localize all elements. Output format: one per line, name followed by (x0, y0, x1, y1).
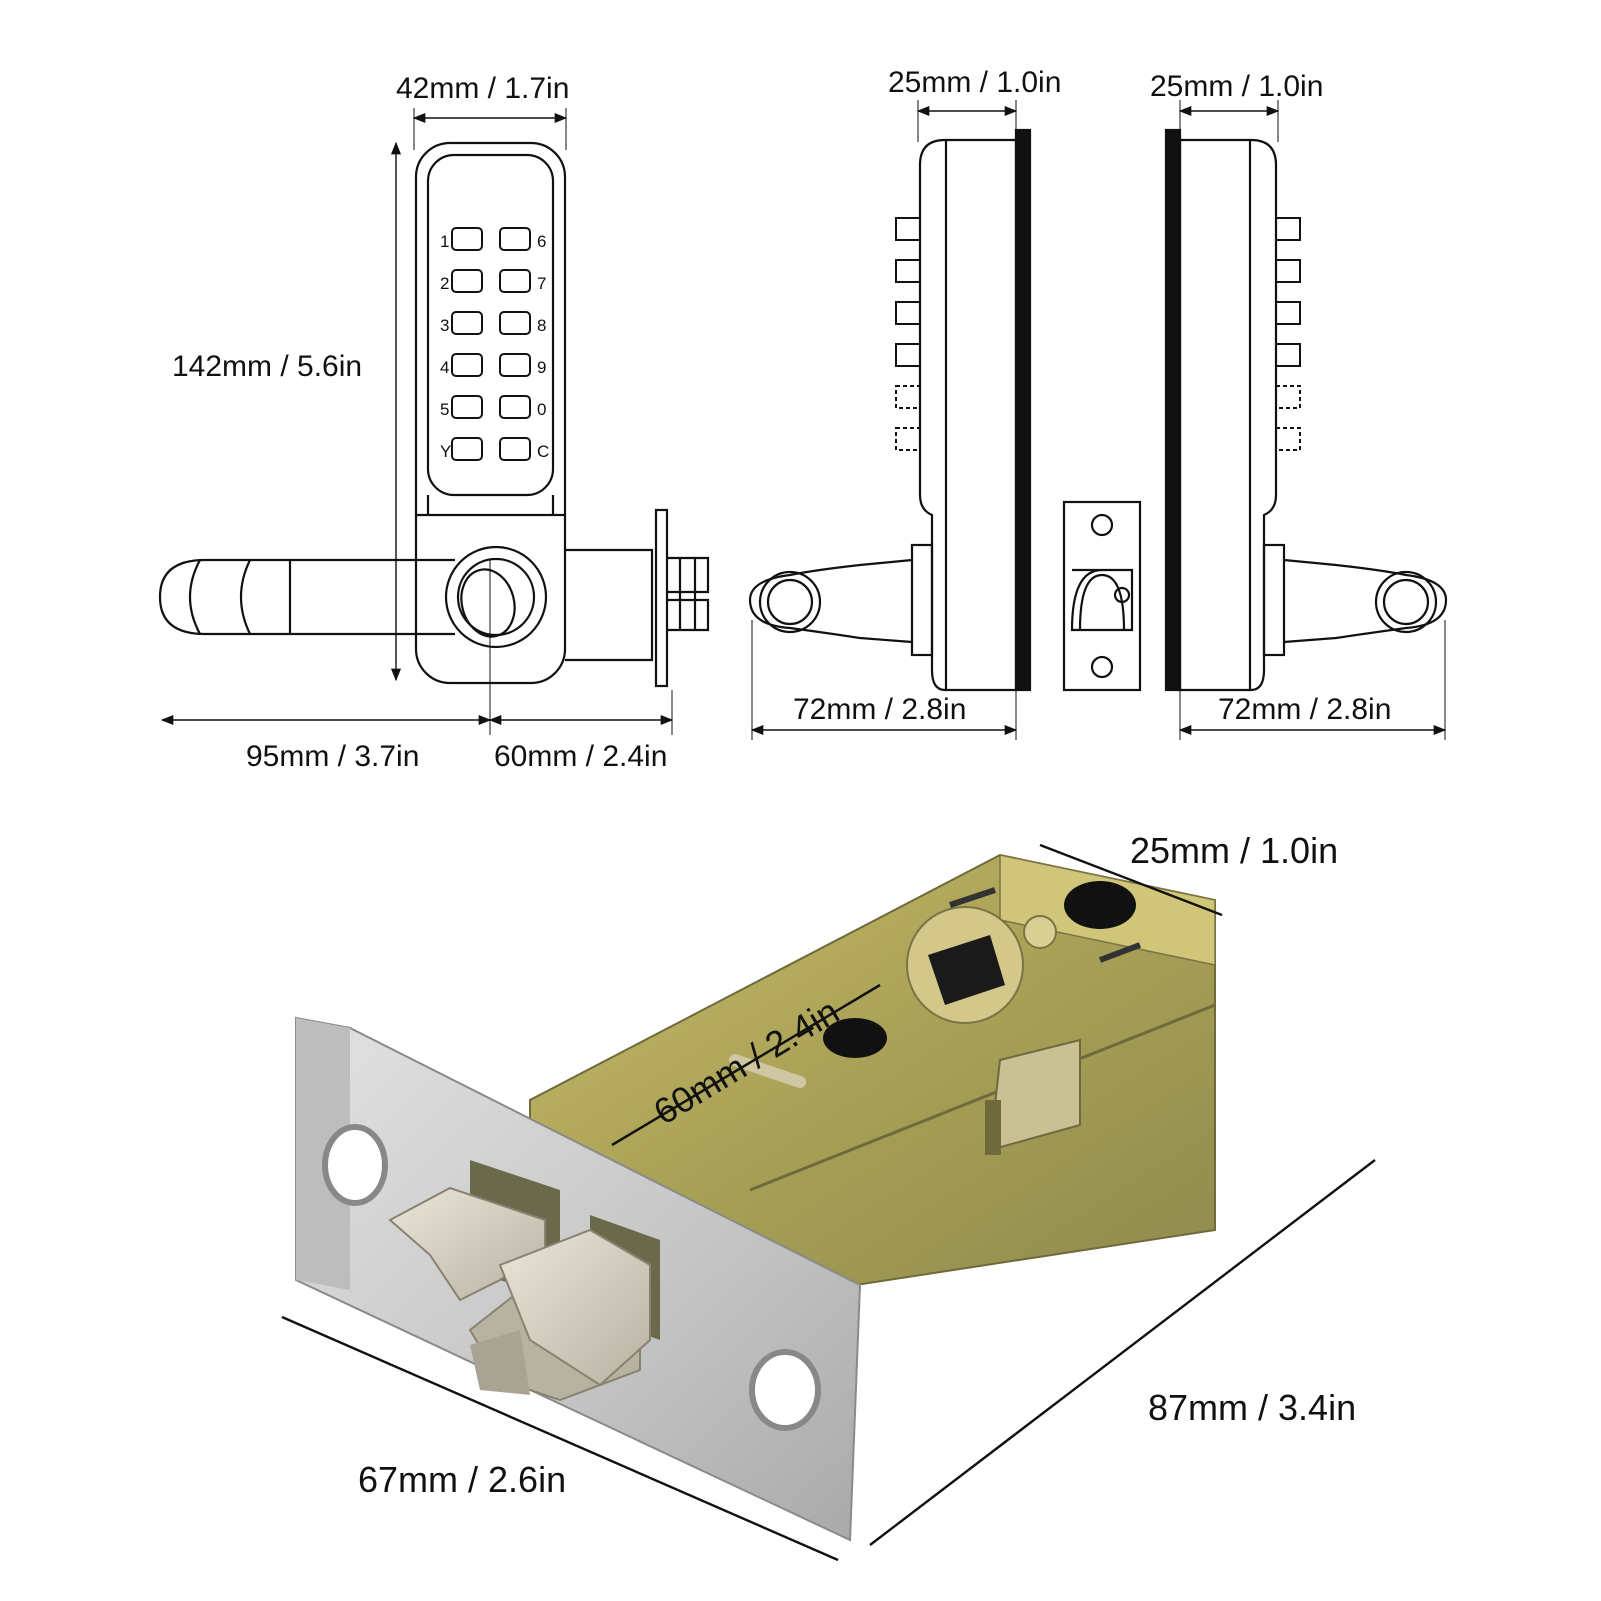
strike-plate (1062, 500, 1142, 692)
latch-length-label: 87mm / 3.4in (1148, 1387, 1357, 1428)
key-label: 2 (440, 274, 450, 293)
key-label: 3 (440, 316, 450, 335)
latch-dimensions (281, 843, 1376, 1562)
key-label: Y (440, 442, 452, 461)
front-backset-label: 60mm / 2.4in (494, 740, 668, 773)
front-height-label: 142mm / 5.6in (172, 350, 363, 383)
handle-length-label: 95mm / 3.7in (246, 740, 420, 773)
key-label: 9 (537, 358, 547, 377)
key-label: 8 (537, 316, 547, 335)
key-label: 4 (440, 358, 450, 377)
side-handle-right-label: 72mm / 2.8in (1218, 693, 1392, 726)
front-width-label: 42mm / 1.7in (396, 72, 570, 105)
side-view-right (1164, 100, 1448, 740)
latch-width-label: 25mm / 1.0in (1130, 830, 1339, 871)
key-label: 7 (537, 274, 547, 293)
side-depth-left-label: 25mm / 1.0in (888, 66, 1062, 99)
key-label: 0 (537, 400, 547, 419)
key-label: 5 (440, 400, 450, 419)
side-handle-left-label: 72mm / 2.8in (793, 693, 967, 726)
latch-faceplate-label: 67mm / 2.6in (358, 1459, 567, 1500)
keypad-buttons (451, 227, 531, 461)
key-label: C (537, 442, 550, 461)
side-view-left (748, 100, 1032, 740)
latch-illustration (295, 853, 1216, 1542)
front-view (158, 108, 710, 735)
side-depth-right-label: 25mm / 1.0in (1150, 70, 1324, 103)
key-label: 1 (440, 232, 450, 251)
key-label: 6 (537, 232, 547, 251)
